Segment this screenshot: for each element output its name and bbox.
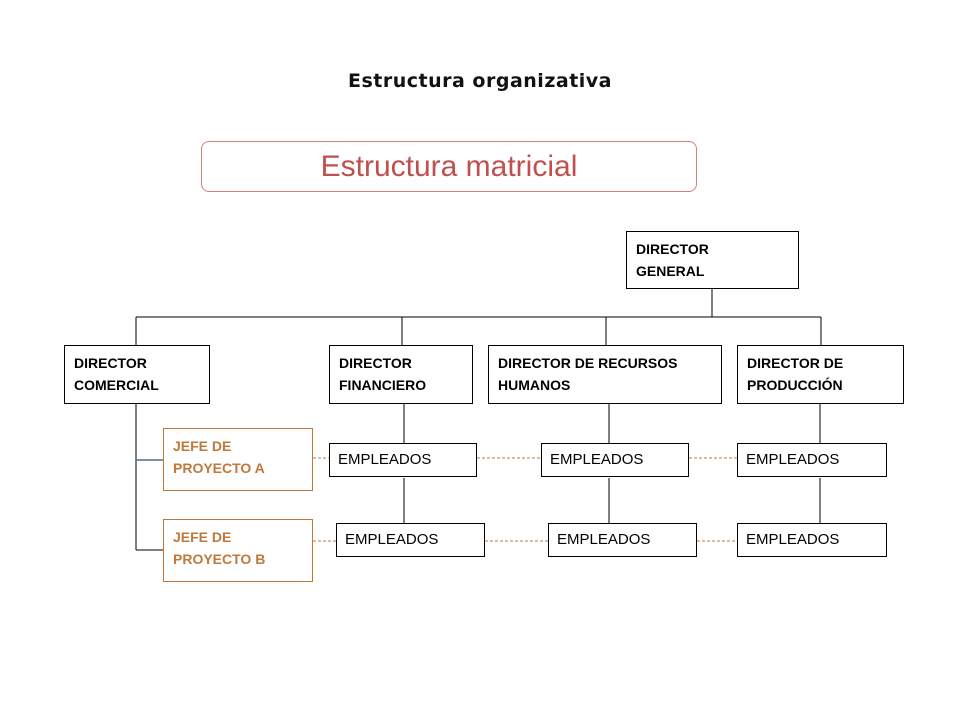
- node-director-general: DIRECTOR GENERAL: [626, 231, 799, 289]
- node-director-rrhh: DIRECTOR DE RECURSOS HUMANOS: [488, 345, 722, 404]
- node-line: DIRECTOR: [339, 355, 412, 371]
- node-line: DIRECTOR: [74, 355, 147, 371]
- page-title: Estructura organizativa: [347, 70, 612, 92]
- node-director-produccion: DIRECTOR DE PRODUCCIÓN: [737, 345, 904, 404]
- node-line: JEFE DE: [173, 438, 232, 454]
- node-line: HUMANOS: [498, 377, 571, 393]
- employees-box: EMPLEADOS: [336, 523, 485, 557]
- banner: Estructura matricial: [201, 141, 697, 192]
- node-director-financiero: DIRECTOR FINANCIERO: [329, 345, 473, 404]
- employees-box: EMPLEADOS: [737, 443, 887, 477]
- employees-box: EMPLEADOS: [541, 443, 689, 477]
- node-line: GENERAL: [636, 263, 705, 279]
- banner-label: Estructura matricial: [320, 149, 578, 183]
- node-line: JEFE DE: [173, 529, 232, 545]
- node-line: PROYECTO B: [173, 551, 266, 567]
- employees-box: EMPLEADOS: [548, 523, 697, 557]
- node-line: PRODUCCIÓN: [747, 377, 843, 393]
- employees-box: EMPLEADOS: [329, 443, 477, 477]
- node-line: COMERCIAL: [74, 377, 159, 393]
- node-line: DIRECTOR DE RECURSOS: [498, 355, 678, 371]
- node-line: DIRECTOR: [636, 241, 709, 257]
- node-jefe-proyecto-b: JEFE DE PROYECTO B: [163, 519, 313, 582]
- node-line: FINANCIERO: [339, 377, 427, 393]
- node-line: DIRECTOR DE: [747, 355, 844, 371]
- node-line: PROYECTO A: [173, 460, 265, 476]
- employees-box: EMPLEADOS: [737, 523, 887, 557]
- node-director-comercial: DIRECTOR COMERCIAL: [64, 345, 210, 404]
- node-jefe-proyecto-a: JEFE DE PROYECTO A: [163, 428, 313, 491]
